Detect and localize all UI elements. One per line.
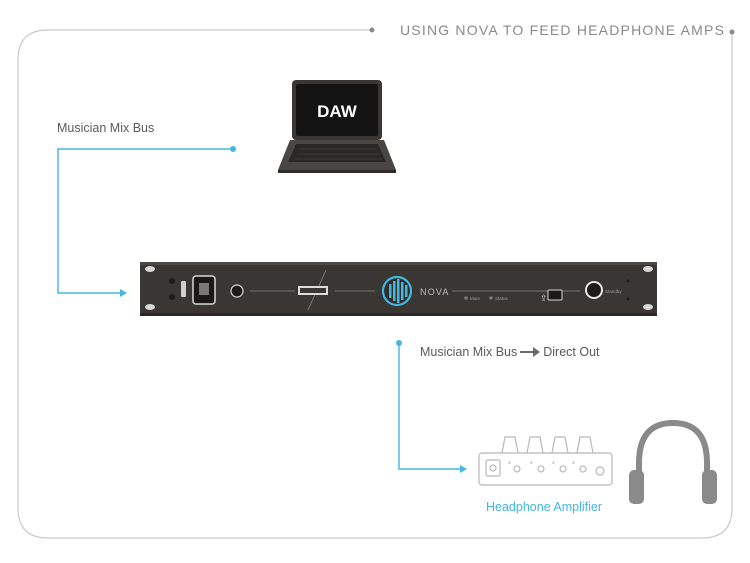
label-musician-mix-bus: Musician Mix Bus xyxy=(57,121,155,135)
connector-dot-device xyxy=(396,340,402,346)
label-output-source: Musician Mix Bus xyxy=(420,345,518,359)
device-led-status-label: Status xyxy=(495,296,509,301)
device-standby-label: Standby xyxy=(605,289,622,294)
label-output-target: Direct Out xyxy=(543,345,600,359)
connector-arrowhead-amp xyxy=(460,465,467,473)
connector-dot-laptop xyxy=(230,146,236,152)
device-brand-text: NOVA xyxy=(420,287,450,297)
connector-laptop-to-device xyxy=(57,148,233,294)
connector-device-to-amp xyxy=(398,343,460,470)
connector-arrowhead-device xyxy=(120,289,127,297)
laptop-icon xyxy=(278,80,396,173)
device-led-mute-label: Mute xyxy=(470,296,481,301)
laptop-screen-label: DAW xyxy=(317,102,358,121)
frame-dot-left xyxy=(369,27,375,33)
outer-frame xyxy=(17,29,733,539)
svg-text:⇪: ⇪ xyxy=(540,294,548,304)
frame-dot-right xyxy=(729,29,735,35)
label-output-routing: Musician Mix Bus Direct Out xyxy=(420,345,600,359)
routing-arrow-icon xyxy=(520,347,541,357)
label-headphone-amplifier: Headphone Amplifier xyxy=(486,500,603,514)
nova-device: ⇪ xyxy=(140,262,657,316)
diagram-title: USING NOVA TO FEED HEADPHONE AMPS xyxy=(400,22,726,38)
headphones-icon xyxy=(629,419,717,504)
headphone-amplifier-icon xyxy=(478,436,613,486)
